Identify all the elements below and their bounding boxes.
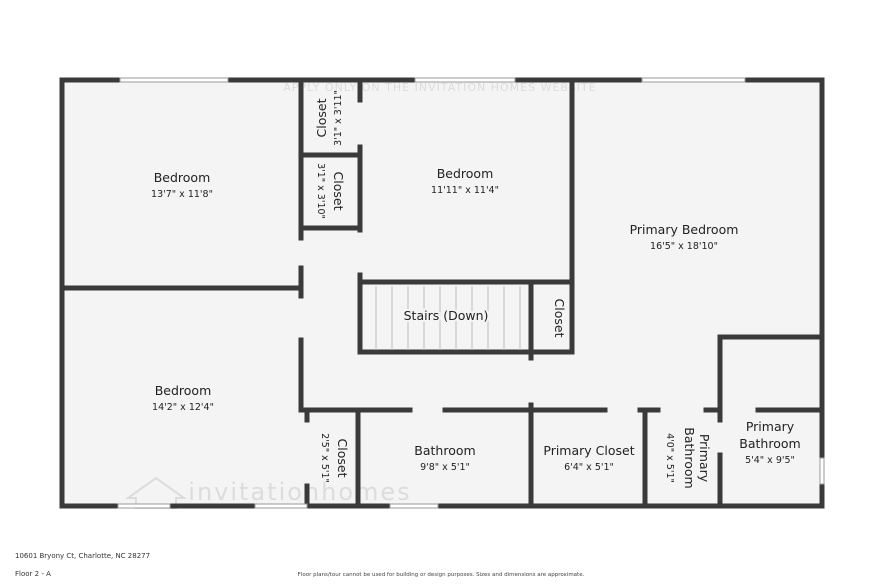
room-dims-closet-hall: 2'5" x 5'1" [319,433,330,483]
room-name-bedroom-center: Bedroom [437,166,494,181]
room-dims-closet-a: 3'1" x 3'11" [333,90,344,146]
room-dims-closet-b: 3'1" x 3'10" [315,163,326,219]
floor-area [62,80,822,506]
windows [117,77,825,509]
room-name-primary-bathroom-1: Primary [746,419,795,434]
floor-label: Floor 2 - A [15,570,51,578]
room-dims-bedroom-sw: 14'2" x 12'4" [152,402,214,413]
room-dims-primary-bedroom: 16'5" x 18'10" [650,241,718,252]
room-dims-bedroom-nw: 13'7" x 11'8" [151,189,213,200]
property-address: 10601 Bryony Ct, Charlotte, NC 28277 [15,552,151,560]
room-name-closet-b: Closet [331,172,346,211]
room-name-primary-bathroom-2: Bathroom [739,436,800,451]
room-dims-primary-closet: 6'4" x 5'1" [564,462,614,473]
room-name-closet-stairs: Closet [552,299,567,338]
room-name-primary-bedroom: Primary Bedroom [630,222,739,237]
room-dims-primary-bathroom: 5'4" x 9'5" [745,455,795,466]
room-name-closet-a: Closet [314,98,329,137]
room-name-closet-hall: Closet [335,439,350,478]
room-name-bedroom-sw: Bedroom [155,383,212,398]
room-name-primary-bathroom-small-2: Bathroom [682,427,697,488]
room-dims-bedroom-center: 11'11" x 11'4" [431,185,499,196]
stair-treads [375,286,521,350]
room-name-stairs: Stairs (Down) [404,308,489,323]
watermark-top: APPLY ONLY ON THE INVITATION HOMES WEBSI… [283,81,596,94]
disclaimer: Floor plans/tour cannot be used for buil… [297,572,585,578]
room-name-bedroom-nw: Bedroom [154,170,211,185]
room-name-bathroom: Bathroom [414,443,475,458]
watermark-house-icon [124,476,188,509]
room-name-primary-bathroom-small-1: Primary [697,434,712,483]
room-name-primary-closet: Primary Closet [543,443,634,458]
room-dims-primary-bathroom-small: 4'0" x 5'1" [664,433,675,483]
watermark-bottom: invitationhomes [188,478,411,506]
room-dims-bathroom: 9'8" x 5'1" [420,462,470,473]
walls [59,77,825,509]
